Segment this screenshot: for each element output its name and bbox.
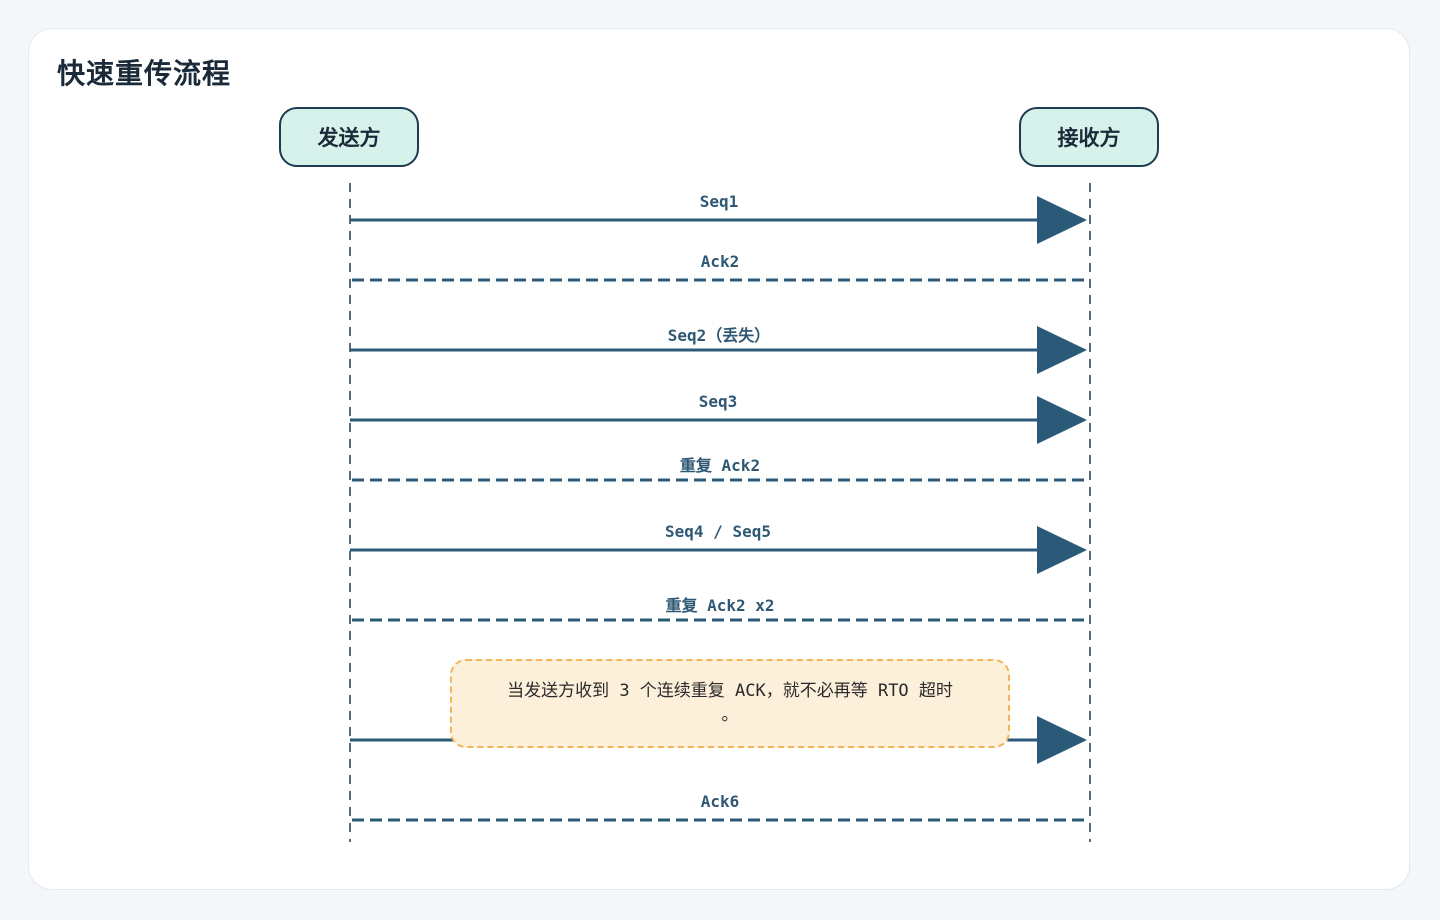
arrowhead-icon [1037, 526, 1087, 574]
actor-receiver: 接收方 [1019, 107, 1159, 167]
message-label: 重复 Ack2 x2 [665, 596, 775, 615]
actor-sender: 发送方 [279, 107, 419, 167]
note-line-2: 。 [721, 705, 739, 725]
diagram-title: 快速重传流程 [57, 57, 232, 90]
arrowhead-icon [1037, 326, 1087, 374]
fast-retransmit-note: 当发送方收到 3 个连续重复 ACK，就不必再等 RTO 超时 。 [450, 659, 1010, 748]
arrowhead-icon [1037, 716, 1087, 764]
arrowhead-icon [1037, 196, 1087, 244]
message-label: Seq4 / Seq5 [665, 522, 771, 541]
arrowhead-icon [1037, 396, 1087, 444]
message-label: Seq1 [699, 192, 739, 211]
message-label: Seq2（丢失） [667, 326, 771, 345]
note-line-1: 当发送方收到 3 个连续重复 ACK，就不必再等 RTO 超时 [507, 681, 953, 701]
message-label: Seq3 [698, 392, 738, 411]
message-label: 重复 Ack2 [679, 456, 761, 475]
message-label: Ack6 [700, 792, 740, 811]
message-label: Ack2 [700, 252, 740, 271]
